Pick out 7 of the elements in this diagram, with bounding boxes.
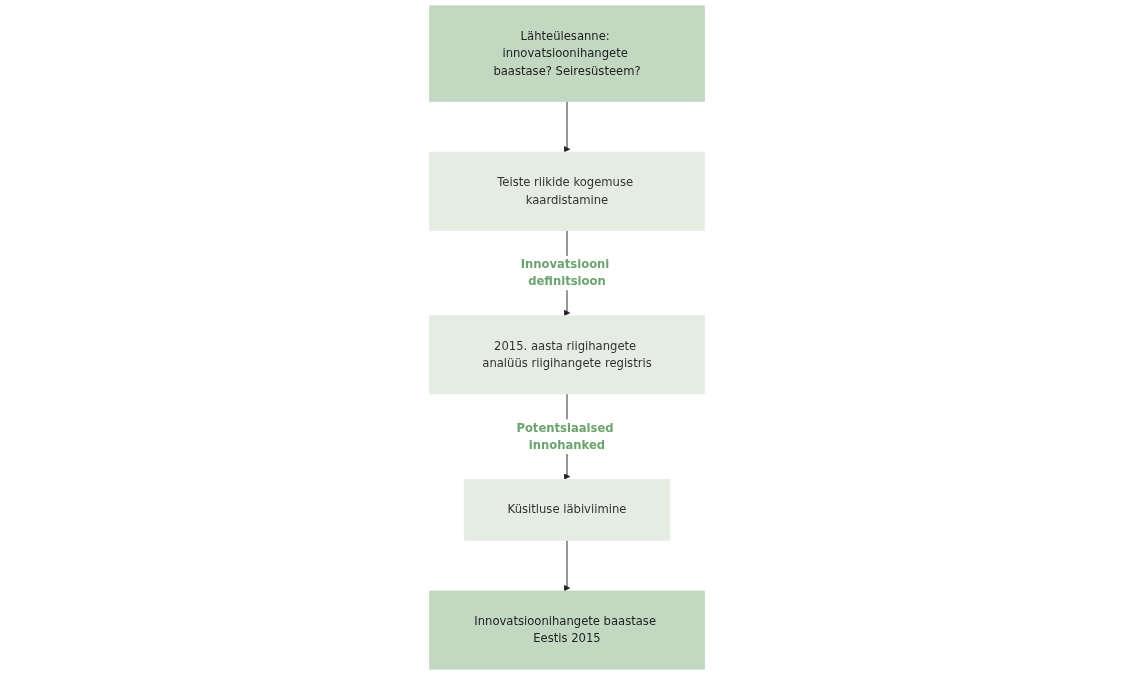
edge-label: Innovatsiooni definitsioon bbox=[520, 257, 610, 289]
node-box: Lähteülesanne: innovatsioonihangete baastase? Seiresüsteem? bbox=[429, 5, 705, 102]
node-box: Innovatsioonihangete baastase Eestis 2015 bbox=[429, 590, 705, 670]
edge-label: Potentsiaalsed innohanked bbox=[516, 420, 614, 452]
node-box: Teiste riikide kogemuse kaardistamine bbox=[429, 151, 705, 231]
node-box: 2015. aasta riigihangete analüüs riigihangete registris bbox=[429, 315, 705, 395]
node-box: Küsitluse läbiviimine bbox=[463, 479, 671, 541]
